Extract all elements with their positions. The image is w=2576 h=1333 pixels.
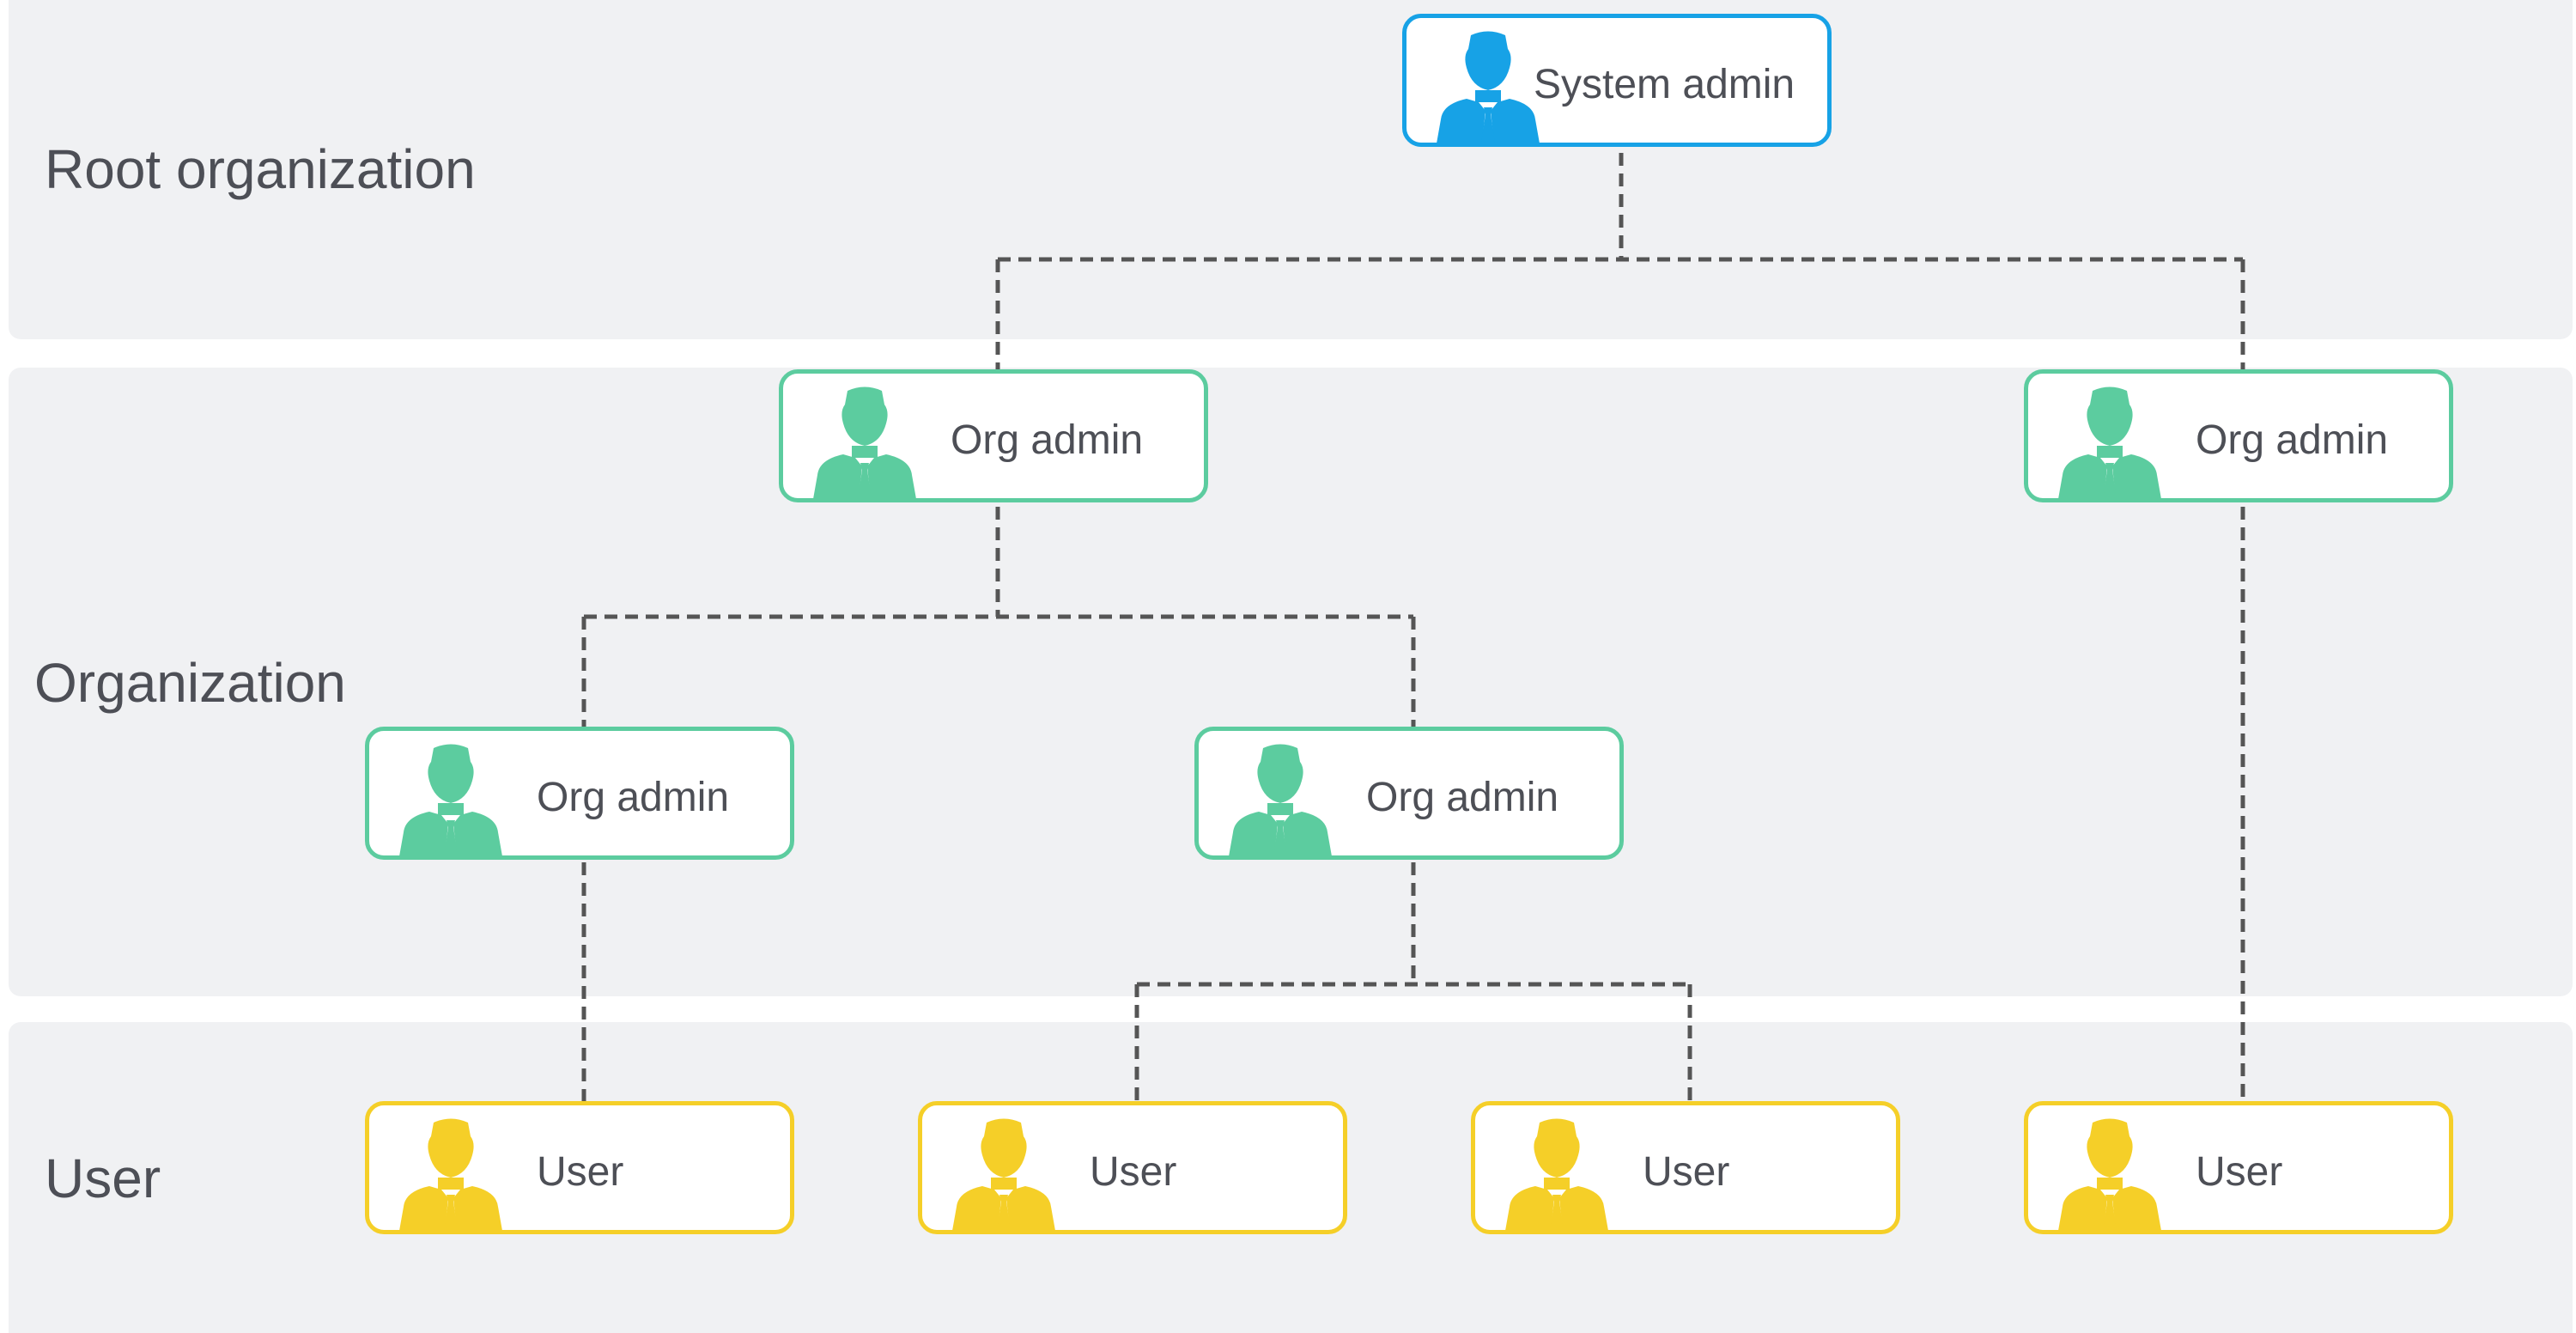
user-node: User (918, 1101, 1347, 1234)
person-icon (395, 1112, 507, 1231)
node-label: System admin (1534, 62, 1795, 107)
connector-org-admin-to-sub-admins (581, 507, 1416, 727)
node-label: User (1090, 1149, 1177, 1195)
node-label: Org admin (2196, 417, 2389, 463)
user-node: User (1471, 1101, 1900, 1234)
person-icon (395, 738, 507, 856)
connector-org-admin-mid-to-users (1134, 862, 1692, 1101)
node-label: Org admin (537, 775, 730, 820)
user-node: User (365, 1101, 794, 1234)
person-icon (2054, 1112, 2166, 1231)
org-admin-node: Org admin (365, 727, 794, 860)
level-label-user: User (45, 1147, 161, 1209)
user-node: User (2024, 1101, 2453, 1234)
person-icon (948, 1112, 1060, 1231)
node-label: User (537, 1149, 624, 1195)
org-admin-node: Org admin (1194, 727, 1624, 860)
person-icon (1432, 25, 1544, 143)
node-label: User (2196, 1149, 2283, 1195)
root-organization-band (9, 0, 2573, 339)
org-admin-node: Org admin (2024, 369, 2453, 502)
person-icon (1501, 1112, 1613, 1231)
person-icon (1224, 738, 1336, 856)
node-label: Org admin (951, 417, 1144, 463)
system-admin-node: System admin (1402, 14, 1832, 147)
node-label: User (1643, 1149, 1730, 1195)
level-label-root-organization: Root organization (45, 138, 476, 200)
person-icon (2054, 380, 2166, 499)
level-label-organization: Organization (34, 652, 346, 714)
connector-system-to-org-admins (995, 153, 2245, 371)
org-admin-node: Org admin (779, 369, 1208, 502)
node-label: Org admin (1366, 775, 1559, 820)
person-icon (809, 380, 920, 499)
